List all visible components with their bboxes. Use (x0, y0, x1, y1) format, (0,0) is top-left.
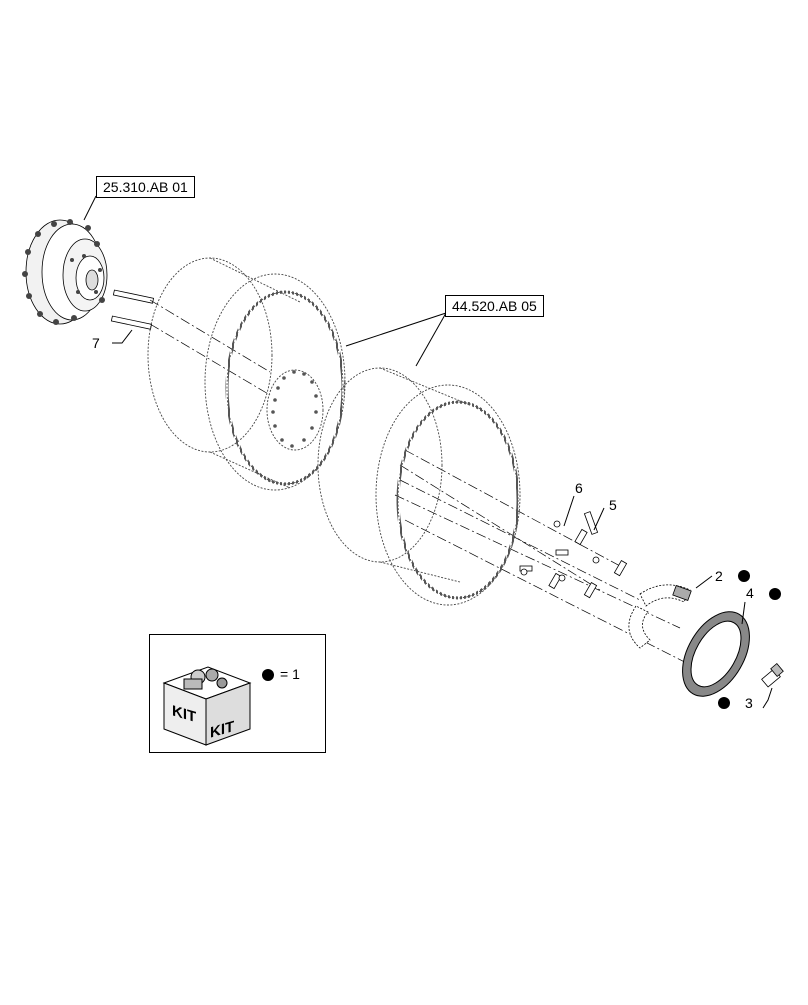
kit-box-icon: KIT KIT (162, 666, 274, 746)
kit-dot-3 (718, 697, 730, 709)
callout-6: 6 (575, 480, 583, 496)
wheel-reference-label[interactable]: 44.520.AB 05 (445, 295, 544, 317)
kit-word-left: KIT (172, 703, 197, 727)
kit-marker-dots (718, 570, 781, 709)
callout-4: 4 (746, 585, 754, 601)
bolts (519, 511, 628, 599)
legend-equals-text: = 1 (280, 666, 300, 682)
rim-teeth-left (225, 290, 345, 486)
kit-word-right: KIT (210, 718, 235, 742)
kit-dot-4 (769, 588, 781, 600)
callout-7: 7 (92, 335, 100, 351)
kit-dot-2 (738, 570, 750, 582)
clamp-segments (628, 584, 692, 649)
bolt-item-3 (761, 663, 784, 688)
flange-ring (682, 611, 750, 697)
stud (110, 289, 155, 330)
wheel-rim-left (147, 257, 346, 491)
rim-teeth-right (396, 400, 520, 600)
bolt-holes-left (271, 370, 318, 448)
leader-lines (83, 195, 773, 709)
legend-dot-icon (262, 669, 274, 681)
wheel-rim-right (317, 367, 521, 606)
kit-legend-box: KIT KIT = 1 (149, 634, 326, 753)
callout-2: 2 (715, 568, 723, 584)
callout-5: 5 (609, 497, 617, 513)
callout-3: 3 (745, 695, 753, 711)
hub-reference-label[interactable]: 25.310.AB 01 (96, 176, 195, 198)
hub-assembly (22, 219, 155, 330)
center-lines (149, 299, 721, 681)
